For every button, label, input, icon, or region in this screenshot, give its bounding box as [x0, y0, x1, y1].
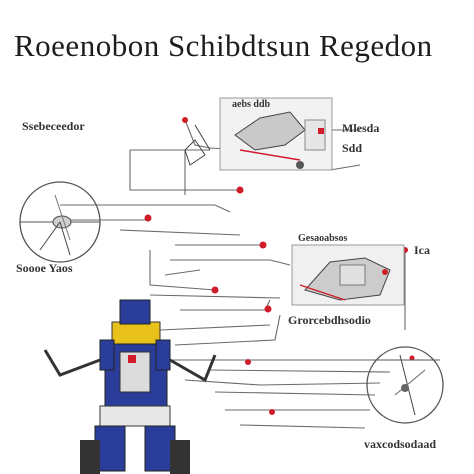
node — [245, 359, 251, 365]
node — [182, 117, 188, 123]
right-sensor-diagram — [366, 346, 444, 424]
node — [264, 305, 272, 313]
label-top-center: aebs ddb — [232, 99, 271, 110]
label-center-mid: Gesaoabsos — [298, 233, 348, 244]
node — [211, 286, 219, 294]
label-bottom-right: vaxcodsodaad — [364, 437, 437, 451]
label-right-top-2: Sdd — [342, 141, 363, 155]
page-title: Roeenobon Schibdtsun Regedon — [14, 28, 433, 63]
left-sensor-diagram — [19, 181, 101, 263]
label-center-bottom: Grorcebdhsodio — [288, 313, 371, 327]
node — [144, 214, 152, 222]
label-top-left: Ssebeceedor — [22, 119, 85, 133]
robot-illustration — [43, 299, 217, 474]
label-right-mid: Ica — [414, 243, 430, 257]
node — [409, 355, 415, 361]
label-right-top-1: Mlesda — [342, 121, 380, 135]
node — [236, 186, 244, 194]
top-component-panel — [219, 97, 333, 171]
label-left-mid: Soooe Yaos — [16, 261, 73, 275]
small-mechanism — [184, 124, 211, 166]
middle-component-panel — [291, 244, 405, 306]
node — [269, 409, 275, 415]
node — [259, 241, 267, 249]
